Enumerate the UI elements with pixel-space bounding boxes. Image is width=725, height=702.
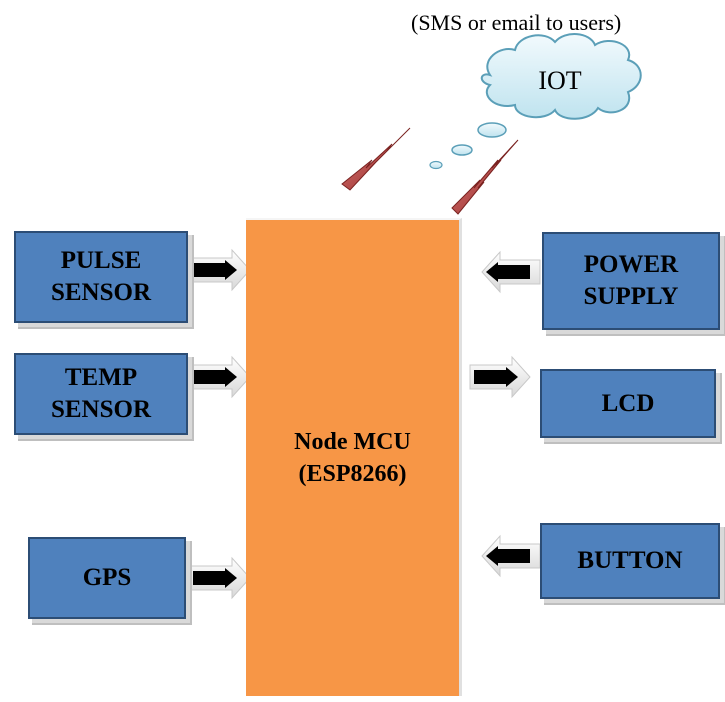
thought-bubble-small (429, 160, 443, 170)
arrow-power-to-mcu (481, 250, 541, 294)
pulse-sensor-block: PULSE SENSOR (14, 231, 188, 323)
arrow-pulse-to-mcu (190, 248, 251, 292)
lcd-label: LCD (601, 389, 655, 417)
gps-label: GPS (82, 564, 132, 591)
arrow-mcu-to-lcd (469, 355, 531, 399)
gps-block: GPS (28, 537, 186, 619)
pulse-sensor-line1: PULSE (60, 247, 142, 274)
power-supply-block: POWER SUPPLY (542, 232, 720, 330)
arrow-button-to-mcu (481, 534, 541, 578)
button-block: BUTTON (540, 523, 720, 599)
wireless-signal-left-icon (341, 127, 411, 191)
temp-sensor-line2: SENSOR (50, 396, 152, 423)
thought-bubble-large (477, 122, 507, 138)
power-supply-line1: POWER (583, 251, 679, 278)
arrow-gps-to-mcu (190, 556, 251, 600)
temp-sensor-block: TEMP SENSOR (14, 353, 188, 435)
controller-block: Node MCU (ESP8266) (246, 218, 462, 696)
power-supply-line2: SUPPLY (583, 283, 679, 310)
wireless-signal-right-icon (451, 139, 519, 215)
iot-cloud (480, 33, 642, 120)
thought-bubble-medium (451, 144, 473, 156)
iot-caption: (SMS or email to users) (411, 10, 622, 35)
temp-sensor-line1: TEMP (64, 364, 138, 391)
controller-model: (ESP8266) (298, 461, 407, 487)
button-label: BUTTON (577, 547, 683, 574)
cloud-label: IOT (538, 66, 582, 95)
controller-name: Node MCU (294, 429, 411, 455)
arrow-temp-to-mcu (190, 355, 251, 399)
lcd-block: LCD (540, 369, 716, 438)
pulse-sensor-line2: SENSOR (50, 279, 152, 306)
